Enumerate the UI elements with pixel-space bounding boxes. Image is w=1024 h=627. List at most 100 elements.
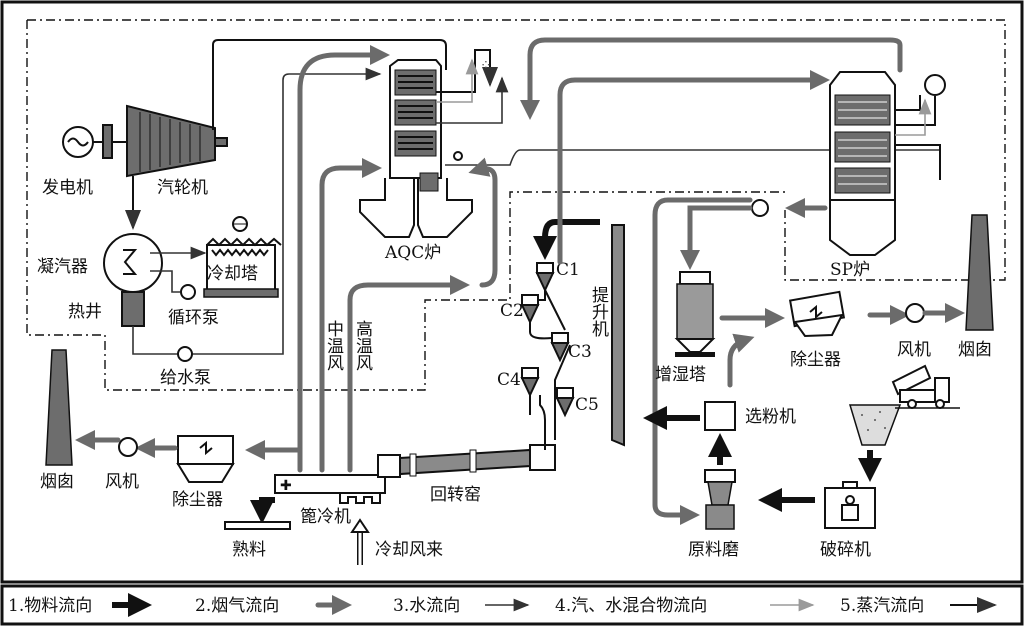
hotwell: [121, 291, 145, 327]
bucket-elevator: [611, 224, 625, 447]
mill-gas-return: [727, 333, 755, 388]
diagram-frame: [0, 0, 1024, 584]
preheater-gas-to-sp: [557, 70, 830, 265]
steam-turbine: [126, 104, 228, 178]
sp-gas-loop: [520, 37, 903, 120]
high-temp-air-line: [347, 275, 470, 473]
label-aqc-boiler: AQC炉: [384, 243, 441, 263]
sp-steam-drum: [924, 74, 946, 96]
aqc-boiler: [359, 59, 473, 238]
condenser-coil: [123, 249, 138, 275]
cyclones: [520, 262, 575, 418]
aqc-mix-line: [436, 58, 479, 103]
label-c1: C1: [556, 260, 580, 280]
label-grate-cooler: 篦冷机: [300, 507, 351, 527]
legend-item-steam: 5.蒸汽流向: [840, 596, 997, 616]
cyclone-c2: [520, 294, 540, 325]
label-condenser: 凝汽器: [37, 257, 88, 277]
crusher: [824, 481, 876, 529]
separator: [704, 401, 736, 431]
label-mid-temp-air: 中温风: [323, 320, 344, 371]
svg-text:5.蒸汽流向: 5.蒸汽流向: [840, 596, 924, 616]
humidifier-tower: [674, 271, 716, 357]
raw-meal-feed-arrow: [533, 219, 600, 260]
label-raw-mill: 原料磨: [688, 540, 739, 560]
label-c2: C2: [500, 301, 524, 321]
dust-collector-left: [176, 435, 235, 483]
cyclone-c5: [555, 387, 575, 418]
system-boundary: [26, 19, 1006, 391]
label-high-temp-air: 高温风: [352, 320, 373, 371]
high-temp-air-to-aqc: [468, 157, 498, 288]
cooling-water-return: [150, 270, 180, 293]
legend-item-material: 1.物料流向: [8, 593, 152, 617]
rotary-kiln: [377, 444, 556, 478]
fan-left-icon: [118, 437, 138, 457]
legend-item-water: 3.水流向: [393, 596, 530, 616]
label-humidifier: 增湿塔: [655, 365, 706, 385]
label-turbine: 汽轮机: [157, 178, 208, 198]
aqc-steam-drum-line: [436, 49, 498, 93]
cyclone-c4: [520, 367, 540, 398]
aqc-exhaust-gas: [297, 45, 390, 473]
circulating-pump-icon: [180, 284, 196, 300]
chimney-left: [45, 349, 73, 466]
label-dust-collector-left: 除尘器: [172, 490, 223, 510]
label-c5: C5: [575, 395, 599, 415]
label-chimney-left: 烟囱: [40, 472, 74, 492]
label-cooling-air: 冷却风来: [375, 540, 443, 560]
fan-right-icon: [905, 303, 925, 323]
steam-line-main: [212, 39, 447, 130]
feed-water-line: [132, 326, 265, 355]
legend-item-flue-gas: 2.烟气流向: [195, 595, 352, 616]
chimney-right: [965, 214, 994, 331]
clinker-out-arrow: [250, 497, 275, 524]
steam-spray-icon: ⁘: [480, 58, 492, 74]
aqc-water-up: [436, 76, 509, 124]
condenser: [103, 233, 163, 293]
label-generator: 发电机: [42, 178, 93, 198]
dust-collector-right: [788, 290, 846, 338]
label-sp-boiler: SP炉: [830, 260, 870, 280]
aqc-to-sp-water: [445, 149, 940, 166]
svg-text:1.物料流向: 1.物料流向: [8, 596, 92, 616]
grate-cooler: ✚: [274, 474, 386, 504]
label-hotwell: 热井: [68, 302, 102, 322]
feed-water-to-aqc: [265, 67, 382, 355]
svg-text:3.水流向: 3.水流向: [393, 596, 460, 616]
svg-text:4.汽、水混合物流向: 4.汽、水混合物流向: [555, 596, 707, 616]
label-c3: C3: [568, 342, 592, 362]
legend: 1.物料流向 2.烟气流向 3.水流向 4.汽、水混合物流向 5.蒸汽流向: [8, 593, 997, 617]
sp-drum-pipes: [895, 95, 941, 180]
mid-temp-air-line: [319, 158, 382, 473]
svg-text:✚: ✚: [280, 478, 292, 494]
generator: [62, 126, 94, 158]
truck-and-hopper: [848, 364, 960, 446]
coupling: [102, 124, 113, 159]
gas-to-raw-mill: [652, 197, 753, 525]
sp-fan-icon: [751, 199, 769, 217]
gas-to-humidifier: [680, 205, 753, 270]
label-clinker: 熟料: [232, 539, 266, 560]
cooling-tower: [203, 216, 282, 298]
label-fan-right: 风机: [897, 340, 931, 360]
preheater-ducts: [539, 344, 571, 450]
label-fan-left: 风机: [105, 472, 139, 492]
valve-icon: [453, 151, 463, 161]
label-separator: 选粉机: [745, 407, 796, 427]
sp-boiler: [829, 71, 896, 256]
label-circulating-pump: 循环泵: [168, 308, 219, 328]
label-elevator: 提升机: [588, 286, 609, 337]
cyclone-c1: [535, 262, 555, 293]
label-kiln: 回转窑: [430, 485, 481, 505]
legend-frame: [0, 584, 1024, 626]
legend-item-steam-water-mix: 4.汽、水混合物流向: [555, 596, 815, 616]
svg-text:2.烟气流向: 2.烟气流向: [195, 596, 279, 616]
label-c4: C4: [497, 370, 521, 390]
feed-pump-icon: [177, 346, 193, 362]
raw-mill: [704, 469, 736, 530]
label-feed-pump: 给水泵: [160, 368, 211, 388]
sp-mix-line: [895, 98, 932, 136]
label-dust-collector-right: 除尘器: [790, 350, 841, 370]
